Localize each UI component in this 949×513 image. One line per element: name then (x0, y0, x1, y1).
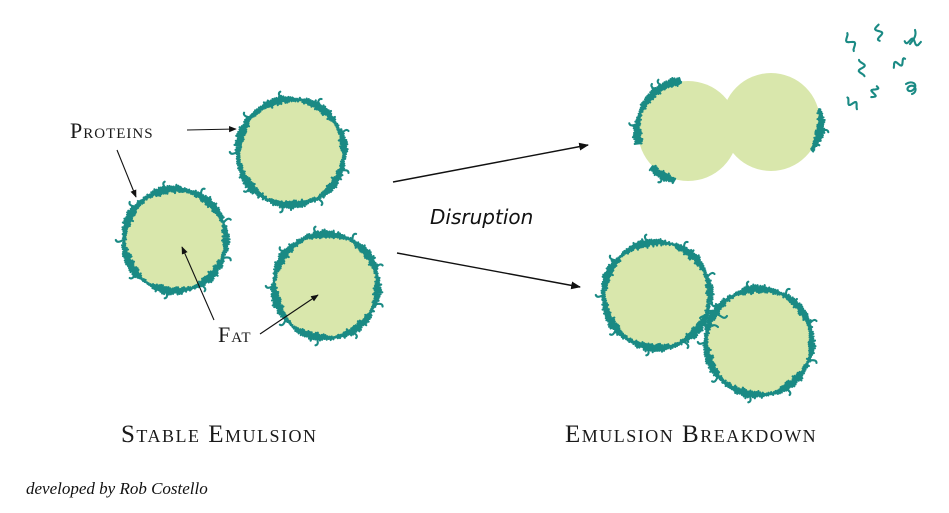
protein-coat (264, 225, 384, 347)
free-protein (845, 32, 857, 53)
coalesced-droplets (628, 73, 830, 185)
disruption-label: Disruption (430, 205, 533, 229)
disruption-arrow-upper (392, 142, 589, 183)
stable-emulsion-title: Stable Emulsion (121, 421, 317, 448)
flocculated-droplets (594, 233, 818, 404)
free-protein (870, 85, 880, 99)
stable-droplet-bottom (264, 225, 384, 347)
disruption-arrow-lower (396, 252, 581, 290)
proteins-arrow-top (186, 126, 237, 133)
bridging-proteins (698, 308, 729, 329)
free-protein (904, 81, 917, 96)
fat-globule (125, 190, 225, 290)
free-protein (857, 58, 866, 78)
coalesced-droplet-left (638, 81, 738, 181)
stable-droplet-left (114, 180, 232, 300)
free-protein (846, 96, 858, 111)
fat-globule (239, 100, 343, 204)
protein-coat (114, 180, 232, 300)
protein-coat-partial (645, 76, 683, 101)
emulsion-breakdown-title: Emulsion Breakdown (565, 421, 817, 448)
proteins-label: Proteins (70, 118, 154, 143)
flocculated-droplet-right (707, 290, 811, 394)
free-protein (908, 28, 917, 46)
protein-coat (696, 280, 818, 404)
stable-droplet-top (228, 90, 350, 214)
fat-globule (275, 235, 377, 337)
fat-arrow-right (259, 294, 319, 335)
credit-text: developed by Rob Costello (26, 479, 208, 498)
protein-coat-partial (648, 164, 677, 185)
loose-proteins (845, 23, 922, 111)
fat-label: Fat (218, 322, 252, 347)
protein-coat-partial (810, 108, 830, 153)
free-protein (892, 57, 907, 69)
proteins-arrow-left (116, 149, 137, 198)
stable-emulsion-group (114, 90, 384, 347)
fat-arrow-left (181, 246, 215, 321)
free-protein (873, 23, 884, 42)
flocculated-droplet-left (605, 243, 709, 347)
coalesced-droplet-right (722, 73, 820, 171)
protein-coat (228, 90, 350, 214)
